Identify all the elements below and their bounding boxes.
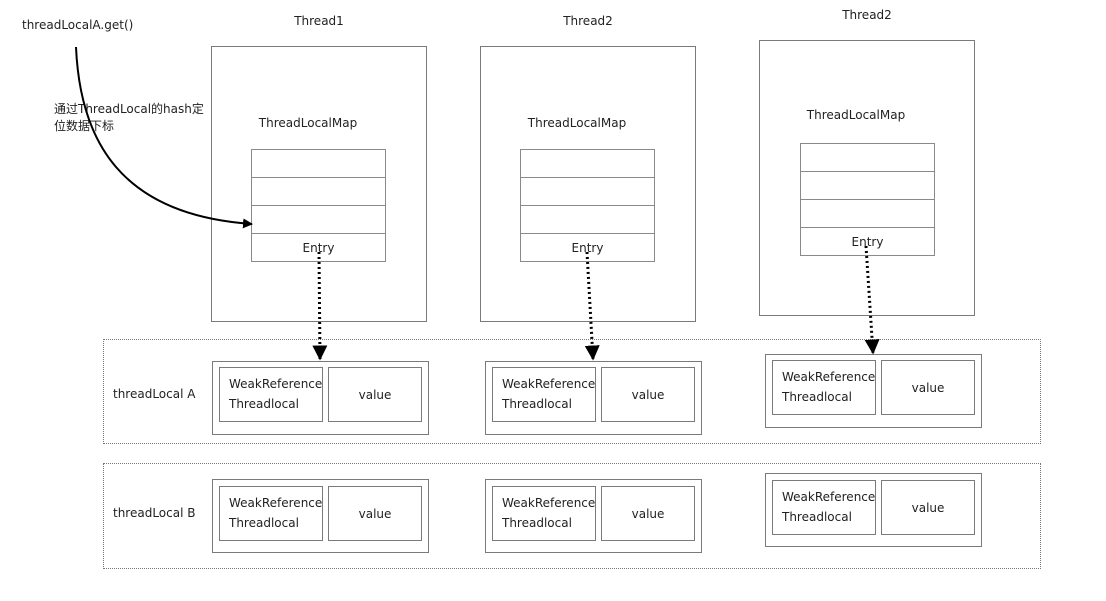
value-cell: value: [328, 486, 422, 541]
ref-line-2: Threadlocal: [229, 516, 299, 530]
ref-line-1: WeakReference: [782, 370, 876, 384]
map-slot: [251, 177, 386, 206]
map-slot: [520, 205, 655, 234]
call-label: threadLocalA.get(): [22, 18, 134, 32]
value-text: value: [911, 500, 945, 515]
map-slot-entry-2: Entry: [520, 233, 655, 262]
entry-box: [765, 354, 982, 428]
entry-box: [485, 479, 702, 553]
entry-box: [212, 479, 429, 553]
ref-line-2: Threadlocal: [229, 397, 299, 411]
ref-line-2: Threadlocal: [782, 390, 852, 404]
entry-box: [765, 473, 982, 547]
entry-label: Entry: [302, 240, 335, 255]
value-cell: value: [881, 480, 975, 535]
note-line-2: 位数据下标: [54, 119, 115, 133]
map-slot: [251, 149, 386, 178]
ref-line-2: Threadlocal: [782, 510, 852, 524]
value-text: value: [358, 506, 392, 521]
thread-map-label-3: ThreadLocalMap: [806, 108, 906, 122]
ref-line-2: Threadlocal: [502, 397, 572, 411]
group-label-a: threadLocal A: [113, 387, 196, 401]
ref-line-1: WeakReference: [502, 377, 596, 391]
map-slot: [800, 171, 935, 200]
map-slot: [800, 199, 935, 228]
note-line-1: 通过ThreadLocal的hash定: [54, 102, 204, 116]
ref-line-1: WeakReference: [502, 496, 596, 510]
map-slot-entry-3: Entry: [800, 227, 935, 256]
ref-line-1: WeakReference: [229, 377, 323, 391]
map-slot: [520, 149, 655, 178]
value-text: value: [631, 506, 665, 521]
thread-map-label-1: ThreadLocalMap: [258, 116, 358, 130]
note-text: 通过ThreadLocal的hash定 位数据下标: [54, 101, 204, 135]
group-threadlocal-a: [103, 339, 1041, 444]
map-slot: [251, 205, 386, 234]
value-text: value: [358, 387, 392, 402]
entry-box: [212, 361, 429, 435]
value-cell: value: [328, 367, 422, 422]
entry-box: [485, 361, 702, 435]
map-slot: [520, 177, 655, 206]
thread-title-3: Thread2: [842, 8, 892, 22]
value-cell: value: [601, 367, 695, 422]
map-slot: [800, 143, 935, 172]
entry-label: Entry: [571, 240, 604, 255]
map-slot-entry-1: Entry: [251, 233, 386, 262]
value-text: value: [911, 380, 945, 395]
ref-line-2: Threadlocal: [502, 516, 572, 530]
value-cell: value: [601, 486, 695, 541]
ref-line-1: WeakReference: [782, 490, 876, 504]
value-text: value: [631, 387, 665, 402]
entry-label: Entry: [851, 234, 884, 249]
thread-map-label-2: ThreadLocalMap: [527, 116, 627, 130]
thread-title-1: Thread1: [294, 14, 344, 28]
group-label-b: threadLocal B: [113, 506, 196, 520]
thread-title-2: Thread2: [563, 14, 613, 28]
ref-line-1: WeakReference: [229, 496, 323, 510]
value-cell: value: [881, 360, 975, 415]
group-threadlocal-b: [103, 463, 1041, 569]
